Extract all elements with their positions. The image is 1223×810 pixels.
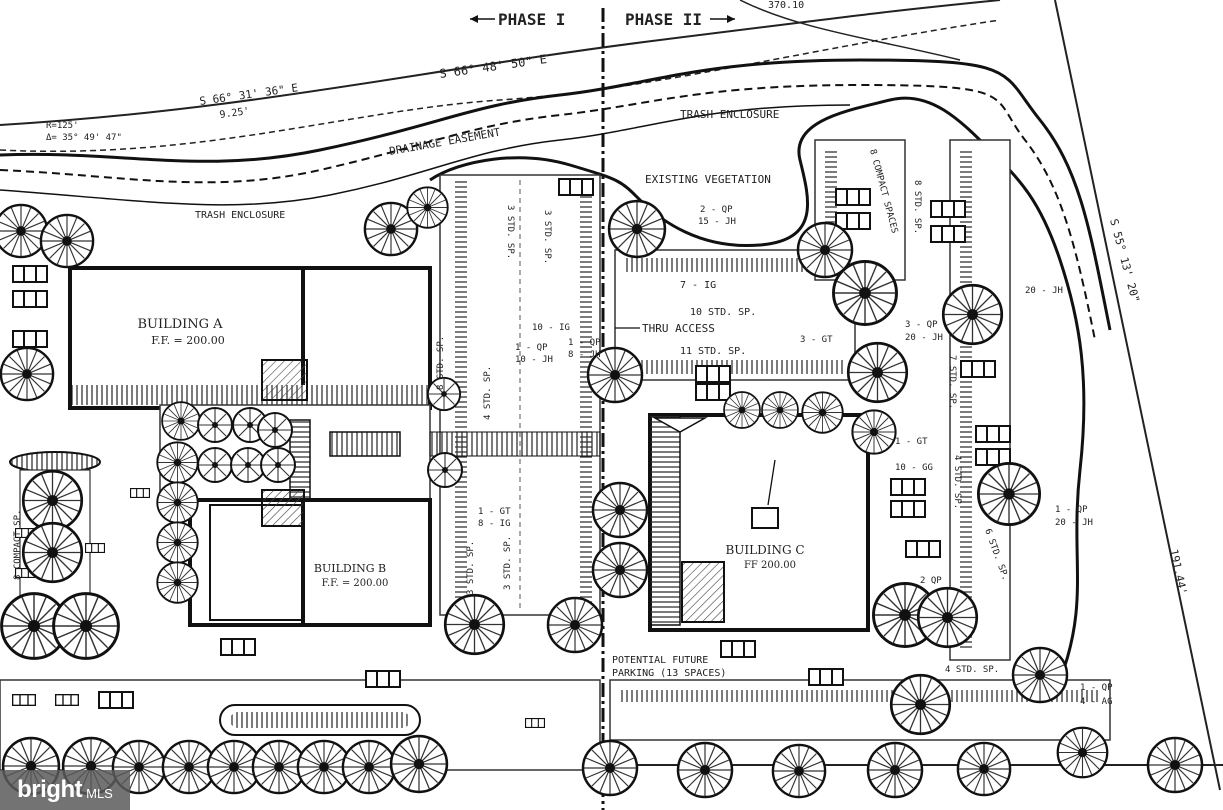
future-parking-label-1: POTENTIAL FUTURE bbox=[612, 655, 708, 666]
curve-radius: R=125' bbox=[46, 121, 79, 131]
plant-q14: 2 QP bbox=[920, 576, 942, 586]
parking-p7: 7 - IG bbox=[680, 280, 716, 291]
plant-q5: 20 - JH bbox=[905, 333, 943, 343]
plant-q20: 10 - GG bbox=[895, 463, 933, 473]
plant-q8: 4 - AG bbox=[1080, 697, 1113, 707]
plant-q12: 10 - JH bbox=[515, 355, 553, 365]
plant-q1: 2 - QP bbox=[700, 205, 733, 215]
phase-divider bbox=[470, 8, 735, 810]
thru-access-label: THRU ACCESS bbox=[642, 322, 715, 335]
plant-q13: 20 - JH bbox=[1055, 518, 1093, 528]
plant-q7: 1 - QP bbox=[1080, 683, 1113, 693]
parking-p8: 10 STD. SP. bbox=[690, 307, 756, 318]
phase-1-label: PHASE I bbox=[498, 10, 565, 29]
parking-p3: 8 STD. SP. bbox=[436, 336, 446, 390]
plant-q3: 20 - JH bbox=[1025, 286, 1063, 296]
bearing-top-right: 370.10 bbox=[768, 0, 804, 11]
plant-q10: 8 - IG bbox=[478, 519, 511, 529]
bearing-left-dist: 9.25' bbox=[219, 106, 250, 121]
plant-q16: 1 - QP bbox=[568, 338, 601, 348]
building-c-name: BUILDING C bbox=[725, 543, 804, 557]
bearing-left: S 66° 31' 36" E bbox=[199, 81, 299, 108]
parking-p1: 3 STD. SP. bbox=[505, 205, 515, 259]
plant-q2: 15 - JH bbox=[698, 217, 736, 227]
building-c: BUILDING C FF 200.00 bbox=[648, 413, 870, 632]
parking-p2: 3 STD. SP. bbox=[542, 210, 552, 264]
parking-p11: 8 STD. SP. bbox=[912, 180, 922, 234]
trash-enclosure-right: TRASH ENCLOSURE bbox=[680, 108, 779, 121]
bearing-right-dist: 191.44' bbox=[1167, 548, 1189, 596]
parking-p4: 4 STD. SP. bbox=[483, 366, 493, 420]
parking-p14: 8 COMPACT SP. bbox=[13, 510, 23, 580]
bearing-top: S 66° 48' 50" E bbox=[438, 52, 547, 81]
plant-q15: 10 - IG bbox=[532, 323, 570, 333]
building-a: BUILDING A F.F. = 200.00 bbox=[68, 266, 432, 410]
plant-q4: 3 - QP bbox=[905, 320, 938, 330]
bearing-right: S 55° 13' 20" bbox=[1107, 217, 1142, 304]
plant-q19: 1 - GT bbox=[895, 437, 928, 447]
plant-q11: 1 - QP bbox=[515, 343, 548, 353]
building-a-ff: F.F. = 200.00 bbox=[151, 334, 225, 347]
building-a-name: BUILDING A bbox=[137, 317, 223, 332]
building-c-ff: FF 200.00 bbox=[744, 560, 796, 571]
watermark-suffix: MLS bbox=[86, 785, 113, 801]
drainage-easement bbox=[0, 58, 1112, 341]
building-b-name: BUILDING B bbox=[314, 562, 386, 575]
plant-q18: 3 - GT bbox=[800, 335, 833, 345]
trash-enclosure-left: TRASH ENCLOSURE bbox=[195, 210, 285, 221]
curve-delta: Δ= 35° 49' 47" bbox=[46, 133, 122, 143]
mls-watermark: bright MLS bbox=[0, 770, 130, 810]
building-b-ff: F.F. = 200.00 bbox=[322, 578, 389, 589]
existing-vegetation bbox=[429, 96, 1086, 732]
plant-q17: 8 - JH bbox=[568, 350, 601, 360]
building-b: BUILDING B F.F. = 200.00 bbox=[188, 489, 432, 627]
plant-q6: 1 - QP bbox=[1055, 505, 1088, 515]
parking-p5: 3 STD. SP. bbox=[466, 541, 476, 595]
existing-vegetation-label: EXISTING VEGETATION bbox=[645, 173, 771, 186]
parking-p15: 4 STD. SP. bbox=[945, 665, 999, 675]
phase-2-label: PHASE II bbox=[625, 10, 702, 29]
future-parking-label-2: PARKING (13 SPACES) bbox=[612, 668, 726, 679]
plant-q9: 1 - GT bbox=[478, 507, 511, 517]
parking-p12: 7 STD. SP. bbox=[947, 355, 957, 409]
parking-p6: 3 STD. SP. bbox=[503, 536, 513, 590]
watermark-brand: bright bbox=[17, 776, 83, 803]
parking-p9: 11 STD. SP. bbox=[680, 346, 746, 357]
parking-p13: 4 STD. SP. bbox=[952, 455, 962, 509]
